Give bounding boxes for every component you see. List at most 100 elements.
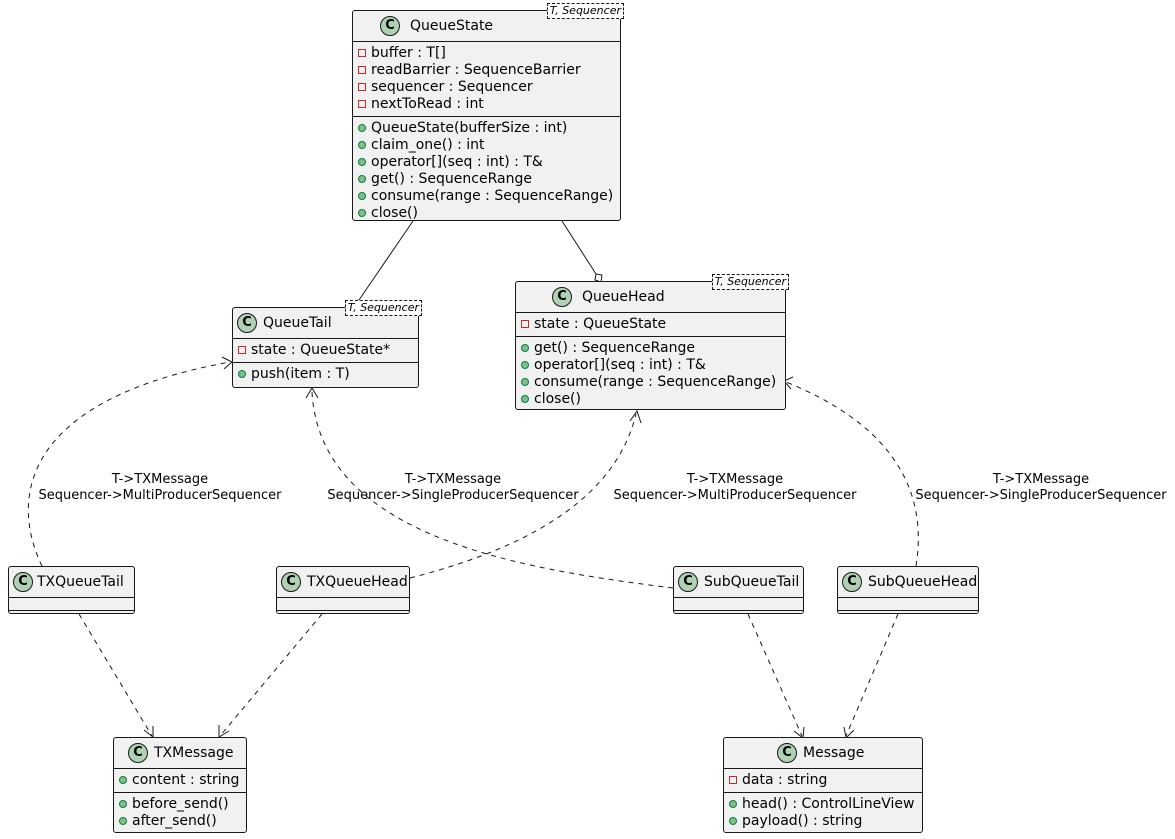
class-icon: C: [237, 313, 257, 333]
field: state : QueueState*: [233, 342, 418, 359]
method: claim_one() : int: [353, 137, 620, 154]
fields-section: content : string: [114, 769, 246, 793]
public-visibility-icon: [729, 817, 737, 825]
arrowhead-txmessage-left: [143, 726, 154, 739]
class-name: SubQueueHead: [868, 574, 978, 590]
dependency-edge-subqueuetail-message: [747, 613, 803, 737]
class-message[interactable]: C Message data : string head() : ControlL…: [723, 737, 923, 833]
methods-section: get() : SequenceRange operator[](seq : i…: [516, 337, 785, 411]
public-visibility-icon: [358, 192, 366, 200]
public-visibility-icon: [521, 378, 529, 386]
fields-section: state : QueueState: [516, 313, 785, 337]
class-name: Message: [803, 745, 865, 761]
private-visibility-icon: [358, 66, 366, 74]
dependency-edge-subqueuehead-message: [845, 613, 899, 737]
class-queuetail[interactable]: C QueueTail T, Sequencer state : QueueStat…: [232, 300, 422, 388]
field: data : string: [724, 772, 922, 789]
methods-section: [9, 611, 134, 623]
class-subqueuehead[interactable]: C SubQueueHead: [837, 566, 979, 614]
class-icon: C: [128, 743, 148, 763]
methods-section: push(item : T): [233, 363, 418, 386]
class-icon: C: [281, 572, 301, 592]
class-name: QueueTail: [263, 315, 332, 331]
public-visibility-icon: [521, 361, 529, 369]
field: content : string: [114, 772, 246, 789]
field: readBarrier : SequenceBarrier: [353, 62, 620, 79]
public-visibility-icon: [238, 370, 246, 378]
methods-section: [838, 611, 978, 623]
private-visibility-icon: [358, 100, 366, 108]
aggregation-diamond-head: [594, 273, 603, 283]
arrowhead-queuetail-bottom: [305, 387, 319, 399]
class-icon: C: [842, 572, 862, 592]
class-txmessage[interactable]: C TXMessage content : string before_send(…: [113, 737, 247, 833]
class-icon: C: [678, 572, 698, 592]
edge-label-txqueuetail: T->TXMessage Sequencer->MultiProducerSeq…: [38, 472, 282, 503]
class-icon: C: [380, 16, 400, 36]
fields-section: buffer : T[] readBarrier : SequenceBarri…: [353, 42, 620, 117]
public-visibility-icon: [119, 776, 127, 784]
template-params: T, Sequencer: [546, 3, 624, 19]
aggregation-edge-state-head: [561, 220, 597, 275]
method: get() : SequenceRange: [353, 171, 620, 188]
public-visibility-icon: [729, 800, 737, 808]
public-visibility-icon: [358, 141, 366, 149]
private-visibility-icon: [729, 776, 737, 784]
methods-section: before_send() after_send(): [114, 793, 246, 833]
edge-label-subqueuetail: T->TXMessage Sequencer->SingleProducerSe…: [327, 472, 579, 503]
method: before_send(): [114, 796, 246, 813]
method: operator[](seq : int) : T&: [516, 357, 785, 374]
public-visibility-icon: [358, 124, 366, 132]
realization-edge-subqueuetail: [311, 391, 674, 589]
public-visibility-icon: [358, 209, 366, 217]
edge-label-txqueuehead: T->TXMessage Sequencer->MultiProducerSeq…: [613, 472, 857, 503]
field: sequencer : Sequencer: [353, 79, 620, 96]
dependency-edge-txqueuetail-txmessage: [78, 613, 153, 737]
class-txqueuehead[interactable]: C TXQueueHead: [276, 566, 410, 614]
class-queuehead[interactable]: C QueueHead T, Sequencer state : QueueStat…: [515, 274, 789, 411]
class-name: TXMessage: [154, 745, 234, 761]
method: head() : ControlLineView: [724, 796, 922, 813]
method: after_send(): [114, 813, 246, 830]
aggregation-edge-state-tail: [358, 220, 414, 301]
edge-label-subqueuehead: T->TXMessage Sequencer->SingleProducerSe…: [915, 472, 1167, 503]
method: payload() : string: [724, 813, 922, 830]
method: QueueState(bufferSize : int): [353, 120, 620, 137]
field: state : QueueState: [516, 316, 785, 333]
dependency-edge-txqueuehead-txmessage: [219, 613, 323, 737]
fields-section: state : QueueState*: [233, 339, 418, 363]
methods-section: head() : ControlLineView payload() : str…: [724, 793, 922, 833]
class-icon: C: [552, 287, 572, 307]
methods-section: [674, 611, 803, 623]
class-name: TXQueueHead: [307, 574, 408, 590]
fields-section: [9, 598, 134, 611]
realization-edge-subqueuehead: [785, 381, 919, 567]
fields-section: [838, 598, 978, 611]
public-visibility-icon: [119, 800, 127, 808]
private-visibility-icon: [521, 320, 529, 328]
methods-section: [277, 611, 409, 623]
public-visibility-icon: [358, 175, 366, 183]
field: buffer : T[]: [353, 45, 620, 62]
class-icon: C: [777, 743, 797, 763]
template-params: T, Sequencer: [344, 300, 422, 316]
class-name: QueueHead: [582, 289, 665, 305]
methods-section: QueueState(bufferSize : int) claim_one()…: [353, 117, 620, 225]
method: close(): [353, 205, 620, 222]
field: nextToRead : int: [353, 96, 620, 113]
class-icon: C: [13, 572, 33, 592]
template-params: T, Sequencer: [711, 274, 789, 290]
realization-edge-txqueuetail: [27, 361, 231, 567]
method: close(): [516, 391, 785, 408]
class-name: TXQueueTail: [37, 574, 124, 590]
method: consume(range : SequenceRange): [516, 374, 785, 391]
method: push(item : T): [233, 366, 418, 383]
private-visibility-icon: [238, 346, 246, 354]
method: consume(range : SequenceRange): [353, 188, 620, 205]
public-visibility-icon: [521, 344, 529, 352]
public-visibility-icon: [358, 158, 366, 166]
arrowhead-queuehead-bottom: [629, 409, 642, 424]
